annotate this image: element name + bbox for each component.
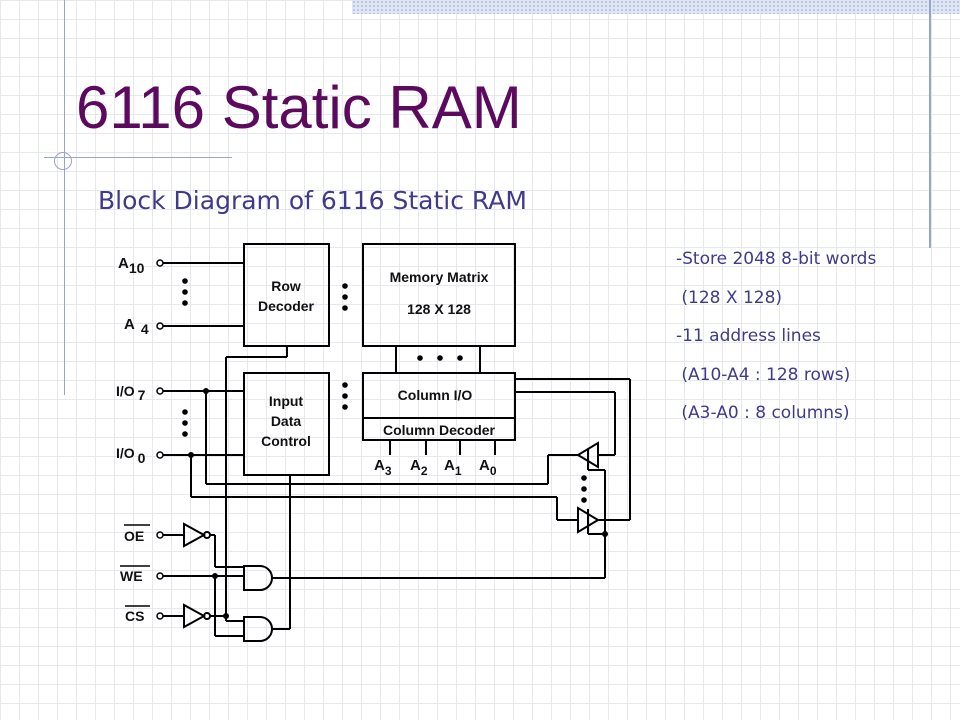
- decorative-vertical-rule-right: [929, 0, 931, 248]
- a0-label: A0: [479, 457, 497, 478]
- we-label: WE: [120, 568, 143, 584]
- input-data-control-label-1: Input: [269, 393, 304, 409]
- row-decoder-label-2: Decoder: [258, 298, 315, 314]
- decorative-title-rule: [44, 157, 232, 158]
- decorative-ring-icon: [54, 152, 72, 170]
- note-item: -11 address lines: [676, 326, 821, 346]
- column-io-box: [362, 372, 516, 441]
- and-gate-bottom: [243, 616, 273, 642]
- column-decoder-label: Column Decoder: [383, 422, 496, 438]
- a10-label: A10: [118, 255, 145, 276]
- note-item: (128 X 128): [676, 287, 783, 308]
- and-gate-top: [243, 565, 273, 591]
- slide-title: 6116 Static RAM: [76, 74, 522, 141]
- column-io-label: Column I/O: [398, 387, 473, 403]
- row-decoder-label-1: Row: [271, 278, 301, 294]
- notes-list: -Store 2048 8-bit words (128 X 128) -11 …: [676, 247, 876, 440]
- input-data-control-box: [243, 372, 330, 476]
- input-data-control-label-2: Data: [271, 413, 302, 429]
- a3-label: A3: [374, 457, 392, 478]
- memory-matrix-label-1: Memory Matrix: [390, 269, 489, 285]
- row-decoder-box: [243, 243, 330, 347]
- memory-matrix-box: [362, 243, 516, 347]
- cs-label: CS: [125, 608, 144, 624]
- oe-label: OE: [124, 528, 144, 544]
- a1-label: A1: [444, 457, 462, 478]
- a2-label: A2: [410, 457, 428, 478]
- note-item: (A10-A4 : 128 rows): [676, 364, 851, 385]
- note-item: -Store 2048 8-bit words: [676, 249, 877, 269]
- decorative-top-band: [352, 0, 960, 14]
- slide-subtitle: Block Diagram of 6116 Static RAM: [98, 186, 527, 215]
- cs-inverter: [183, 603, 207, 629]
- oe-inverter: [183, 522, 207, 548]
- memory-matrix-label-2: 128 X 128: [407, 301, 471, 317]
- note-item: (A3-A0 : 8 columns): [676, 403, 850, 423]
- input-data-control-label-3: Control: [261, 433, 311, 449]
- decorative-vertical-rule-left: [64, 0, 65, 395]
